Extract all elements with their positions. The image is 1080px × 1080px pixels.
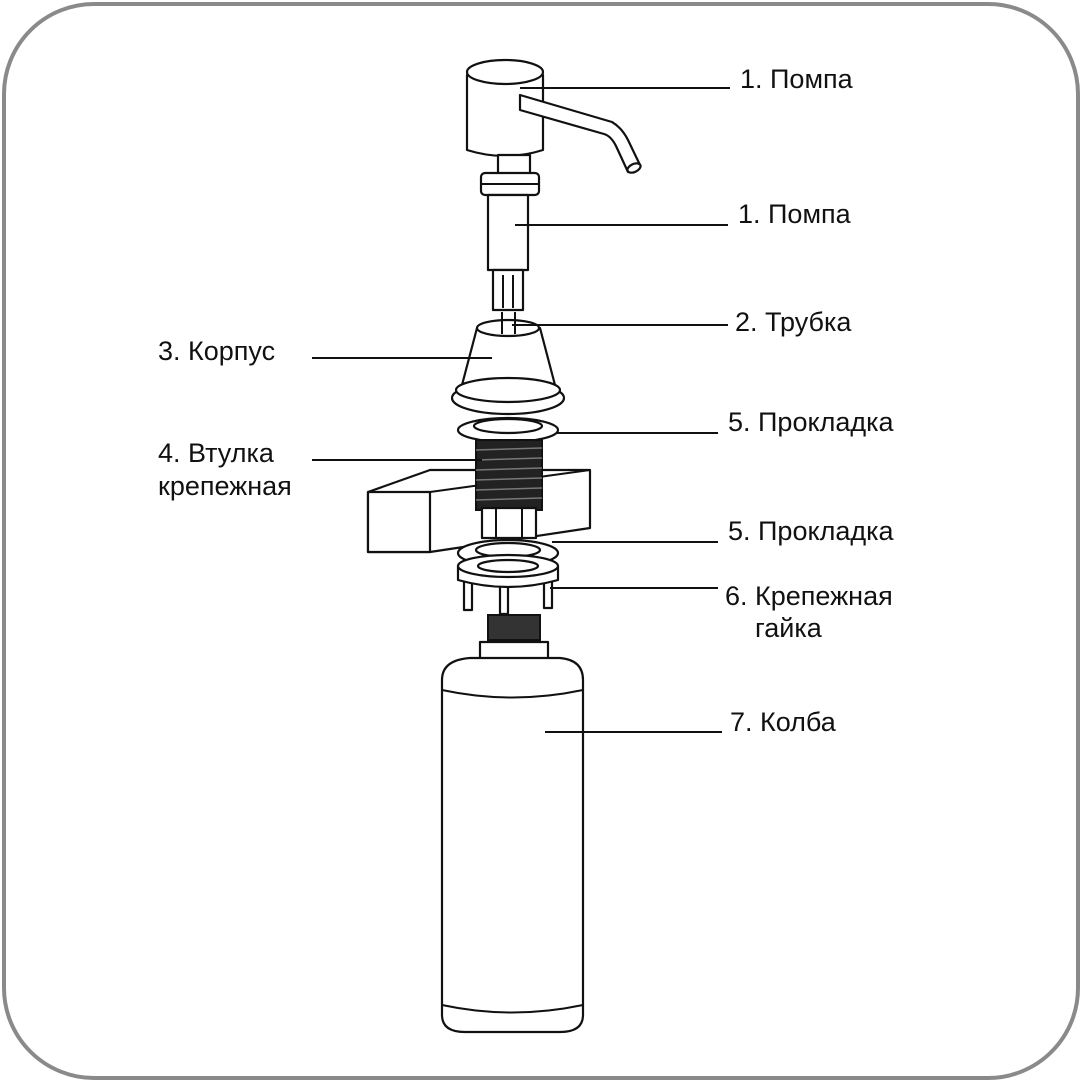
- label-tube: 2. Трубка: [735, 307, 852, 337]
- label-pump-1: 1. Помпа: [740, 64, 853, 94]
- pump-stem: [479, 153, 541, 312]
- label-bushing-line2: крепежная: [158, 471, 292, 501]
- label-body: 3. Корпус: [158, 336, 276, 366]
- label-bushing-line1: 4. Втулка: [158, 438, 274, 468]
- mounting-nut: [456, 553, 560, 616]
- label-gasket-1: 5. Прокладка: [728, 407, 894, 437]
- label-pump-2: 1. Помпа: [738, 199, 851, 229]
- label-flask: 7. Колба: [730, 707, 836, 737]
- label-nut-line1: 6. Крепежная: [725, 581, 893, 611]
- leader-lines: [312, 87, 730, 733]
- flask-bottle: [440, 614, 585, 1034]
- label-gasket-2: 5. Прокладка: [728, 516, 894, 546]
- pump-head: [465, 58, 642, 174]
- mounting-bushing: [475, 439, 543, 540]
- body-housing: [450, 312, 566, 416]
- label-nut-line2: гайка: [755, 613, 822, 643]
- gasket-top: [456, 416, 560, 444]
